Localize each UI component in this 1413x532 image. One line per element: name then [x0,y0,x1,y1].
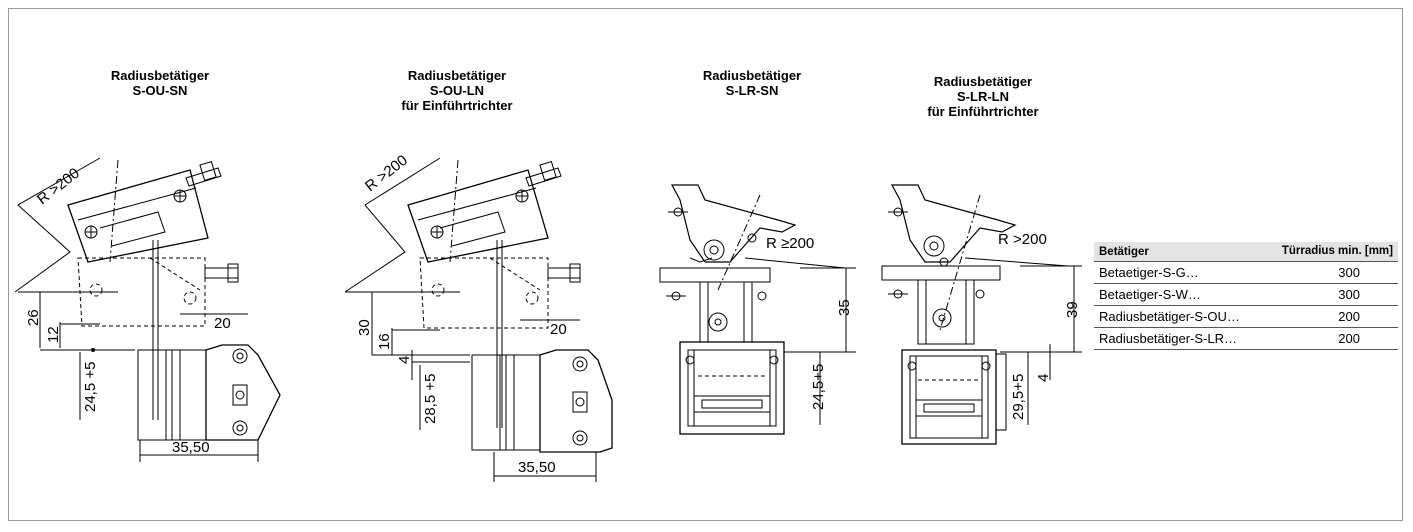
drawing-1-dim-24-5: 24,5 +5 [82,362,99,412]
drawing-1-actuator [14,157,281,462]
drawing-2-dim-20: 20 [550,321,567,338]
drawing-4-actuator [881,184,1082,445]
drawing-2-dim-28-5: 28,5 +5 [422,374,439,424]
table-cell-actuator: Betaetiger-S-W… [1094,283,1263,306]
drawing-2-title: Radiusbetätiger S-OU-LN für Einführtrich… [362,68,552,113]
drawing-4-title: Radiusbetätiger S-LR-LN für Einführtrich… [888,74,1078,119]
drawing-3-title-line-1: Radiusbetätiger [702,68,802,83]
drawing-3-dim-35: 35 [836,299,853,316]
drawing-1-title-line-1: Radiusbetätiger [110,68,210,83]
drawing-4-dim-4: 4 [1035,374,1052,382]
drawing-1-title-line-2: S-OU-SN [132,83,188,98]
drawing-2-dim-4: 4 [396,356,413,364]
drawing-1-title: Radiusbetätiger S-OU-SN [80,68,240,98]
table-cell-radius: 300 [1262,283,1398,306]
drawing-4-dim-39: 39 [1064,301,1081,318]
table-row: Radiusbetätiger-S-LR… 200 [1094,327,1398,350]
drawing-4-dim-29-5: 29,5+5 [1010,374,1027,420]
drawing-3-radius-label: R ≥200 [766,235,814,252]
drawing-1-dim-35-50: 35,50 [172,439,210,456]
drawing-2-dim-30: 30 [356,319,373,336]
drawing-4-title-line-3: für Einführtrichter [927,104,1039,119]
table-cell-radius: 200 [1262,305,1398,328]
table-cell-radius: 300 [1262,261,1398,284]
table-header-row: Betätiger Türradius min. [mm] [1094,242,1398,262]
door-radius-table: Betätiger Türradius min. [mm] Betaetiger… [1094,242,1398,350]
drawing-3-dim-24-5: 24,5+5 [810,364,827,410]
figure-frame [8,8,1403,521]
table-header-door-radius: Türradius min. [mm] [1262,242,1398,262]
drawing-2-radius-label: R >200 [362,152,411,195]
drawing-2-dim-35-50: 35,50 [518,459,556,476]
table-cell-actuator: Radiusbetätiger-S-LR… [1094,327,1263,350]
table-cell-actuator: Radiusbetätiger-S-OU… [1094,305,1263,328]
drawing-4-title-line-1: Radiusbetätiger [933,74,1033,89]
table-row: Radiusbetätiger-S-OU… 200 [1094,305,1398,328]
table-cell-radius: 200 [1262,327,1398,350]
drawing-2-actuator [344,157,613,482]
drawing-2-title-line-3: für Einführtrichter [401,98,513,113]
table-row: Betaetiger-S-G… 300 [1094,261,1398,284]
drawing-1-dim-20: 20 [214,315,231,332]
drawing-4-title-line-2: S-LR-LN [957,89,1009,104]
drawing-3-title-line-2: S-LR-SN [725,83,779,98]
drawing-1-dim-26: 26 [25,309,42,326]
drawing-2-dim-16: 16 [376,333,393,350]
drawing-2-title-line-2: S-OU-LN [429,83,485,98]
table-header-actuator: Betätiger [1094,242,1263,262]
drawing-3-title: Radiusbetätiger S-LR-SN [672,68,832,98]
drawing-3-actuator [659,184,856,435]
drawing-1-dim-12: 12 [45,326,62,343]
drawing-4-radius-label: R >200 [998,231,1047,248]
table-row: Betaetiger-S-W… 300 [1094,283,1398,306]
drawing-1-radius-label: R >200 [34,165,83,208]
drawing-2-title-line-1: Radiusbetätiger [407,68,507,83]
table-cell-actuator: Betaetiger-S-G… [1094,261,1263,284]
